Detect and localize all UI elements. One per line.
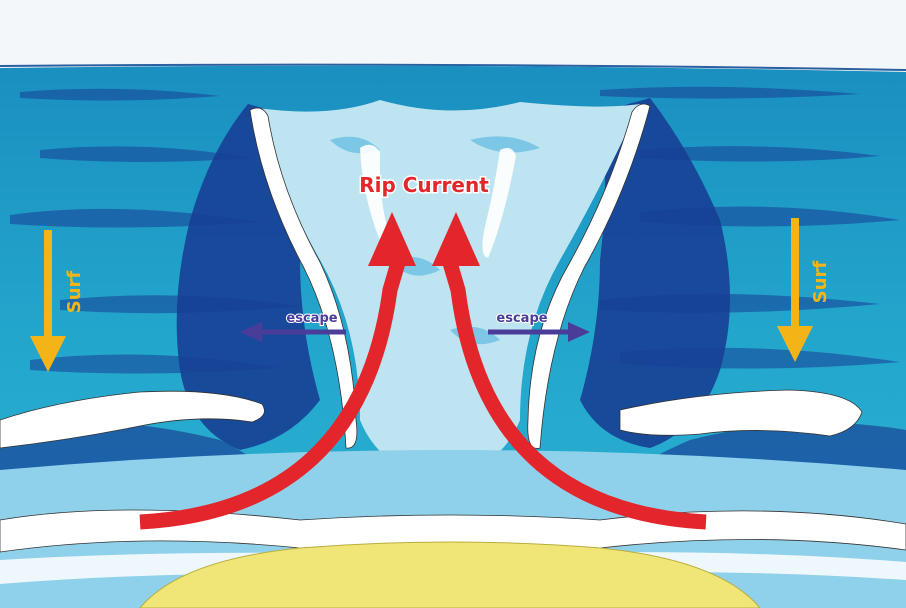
surf-right-label: Surf: [810, 261, 831, 304]
escape-right-label: escape: [496, 311, 547, 326]
escape-left-label: escape: [286, 311, 337, 326]
surf-left-label: Surf: [64, 271, 85, 314]
rip-current-label: Rip Current: [359, 173, 489, 197]
